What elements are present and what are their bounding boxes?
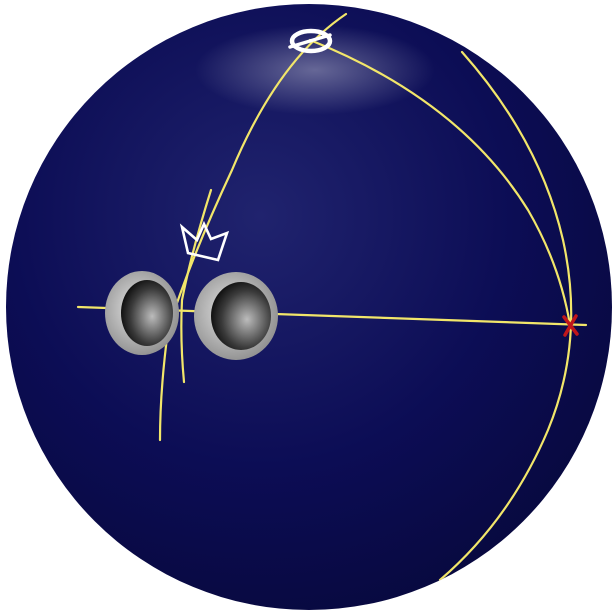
finger-hole-left xyxy=(105,271,179,355)
finger-hole-right xyxy=(194,272,278,360)
